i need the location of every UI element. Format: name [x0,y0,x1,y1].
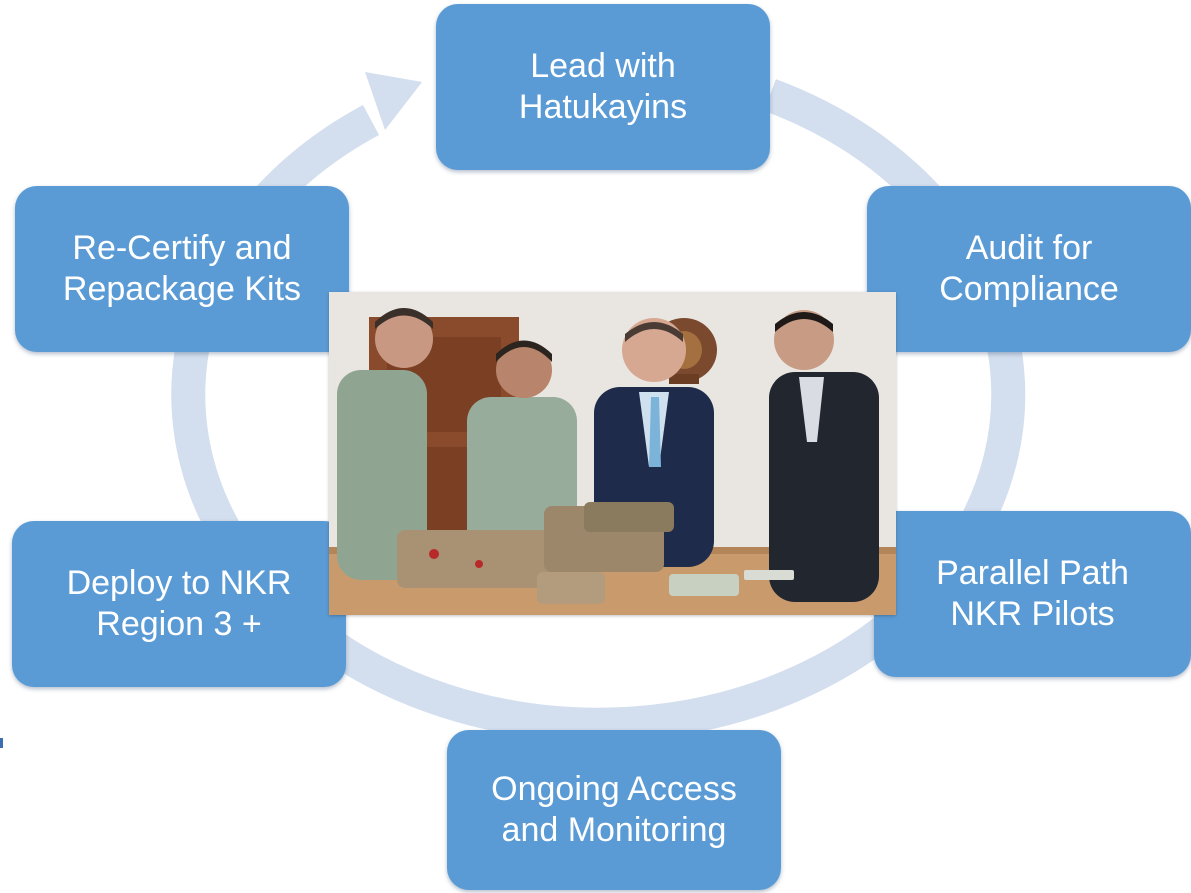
cycle-step-2-box: Audit for Compliance [867,186,1191,352]
cycle-step-1-box: Lead with Hatukayins [436,4,770,170]
photo-person-suit-right [769,310,879,602]
photo-person-officer-left [337,308,433,580]
cycle-step-6-box: Re-Certify and Repackage Kits [15,186,349,352]
center-photo [329,292,896,615]
cycle-step-4-box: Ongoing Access and Monitoring [447,730,781,890]
slide-edge-marker [0,738,3,748]
cycle-arrowhead [365,72,422,130]
cycle-step-3-box: Parallel Path NKR Pilots [874,511,1191,677]
photo-medical-kits [397,502,794,604]
cycle-step-5-box: Deploy to NKR Region 3 + [12,521,346,687]
